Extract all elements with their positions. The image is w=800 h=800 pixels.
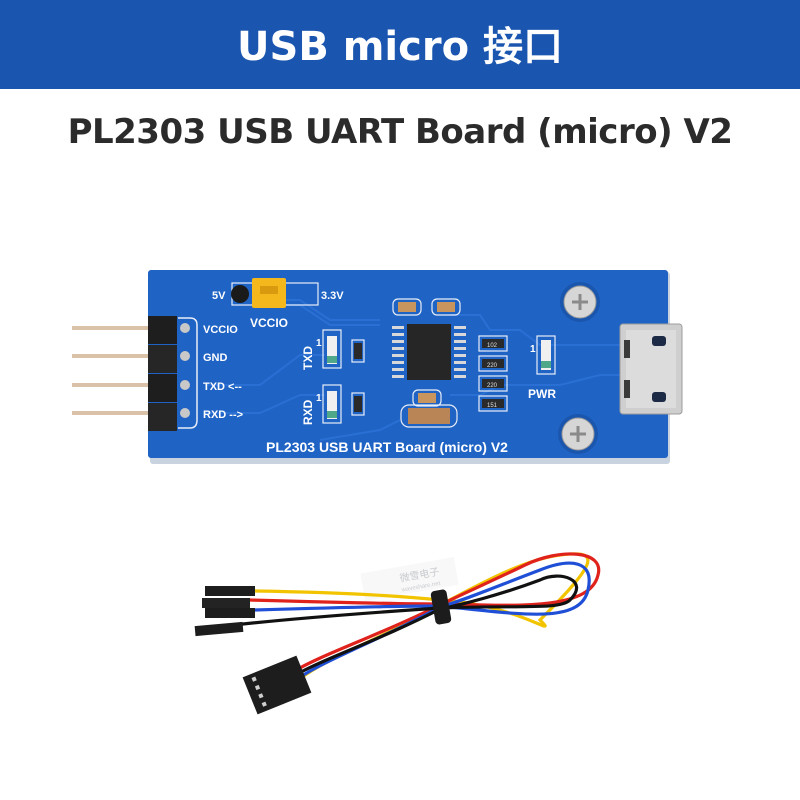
pl2303-chip: [392, 324, 466, 380]
capacitors: [392, 298, 461, 428]
screw-icon: [558, 414, 598, 454]
txd-led: [322, 329, 342, 369]
pwr-led: [536, 335, 556, 375]
header-outline: [178, 317, 198, 429]
pcb-board-image: VCCIO GND TXD <-- RXD --> 5V 3.3V VCCIO …: [60, 260, 700, 480]
pin-header: [72, 316, 190, 431]
resistor-array: [478, 335, 508, 412]
pin-label-txd: TXD <--: [203, 381, 242, 393]
jumper-cable-image: 微雪电子 waveshare.net: [180, 540, 620, 740]
screw-icon: [560, 282, 600, 322]
dupont-single-connectors: [194, 586, 255, 637]
resistor-code-1: 102: [487, 343, 498, 349]
vccio-jumper: [231, 278, 319, 308]
cable-tie: [430, 589, 452, 625]
dupont-4pin-connector: [242, 655, 312, 715]
pwr-led-marker: 1: [530, 344, 536, 355]
jumper-label-5v: 5V: [212, 290, 226, 302]
resistor-code-3: 220: [487, 383, 498, 389]
header-title: USB micro 接口: [237, 23, 563, 70]
jumper-label-vccio: VCCIO: [250, 316, 288, 330]
resistor-code-4: 151: [487, 403, 498, 409]
rxd-led: [322, 384, 342, 424]
txd-led-marker: 1: [316, 338, 322, 349]
watermark: 微雪电子 waveshare.net: [360, 557, 459, 602]
product-title: PL2303 USB UART Board (micro) V2: [67, 112, 733, 152]
micro-usb-connector: [619, 323, 683, 415]
led-label-txd: TXD: [301, 346, 315, 370]
pcb-silkscreen-title: PL2303 USB UART Board (micro) V2: [266, 439, 508, 455]
header-banner: USB micro 接口: [0, 0, 800, 89]
pin-label-rxd: RXD -->: [203, 409, 243, 421]
pin-label-vccio: VCCIO: [203, 324, 238, 336]
resistor-code-2: 220: [487, 363, 498, 369]
led-label-rxd: RXD: [301, 399, 315, 425]
pin-label-gnd: GND: [203, 352, 228, 364]
jumper-label-3v3: 3.3V: [321, 290, 344, 302]
wires: [241, 552, 601, 685]
rxd-led-marker: 1: [316, 393, 322, 404]
led-label-pwr: PWR: [528, 387, 556, 401]
led-resistors: [351, 339, 365, 416]
